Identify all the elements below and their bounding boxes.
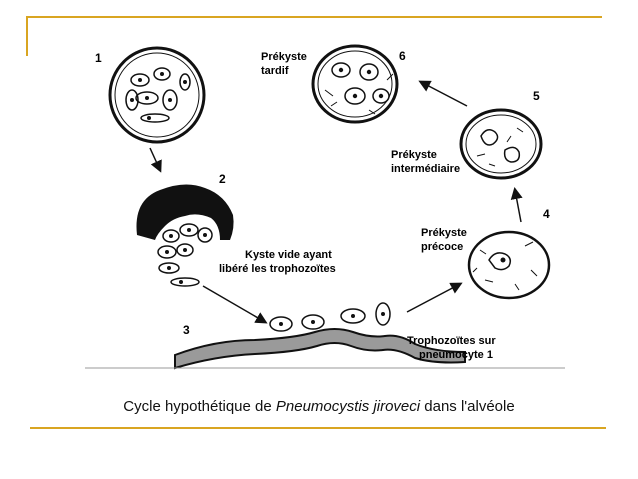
step4-label-line2: précoce xyxy=(421,241,463,253)
step3-label-line2: pneumocyte 1 xyxy=(419,349,493,361)
arrow-4-to-5 xyxy=(510,187,523,223)
life-cycle-svg: 1 2 Kyste vide ayant libéré les trophozo… xyxy=(85,44,565,370)
bottom-accent-line xyxy=(30,427,606,429)
life-cycle-diagram: 1 2 Kyste vide ayant libéré les trophozo… xyxy=(85,40,565,370)
late-precyst xyxy=(311,44,399,124)
mature-cyst xyxy=(108,46,206,144)
left-accent-line xyxy=(26,16,28,56)
arrow-1-to-2 xyxy=(149,147,162,173)
caption-prefix: Cycle hypothétique de xyxy=(123,398,276,415)
arrow-5-to-6 xyxy=(418,80,468,107)
caption-species: Pneumocystis jiroveci xyxy=(275,398,421,415)
step-number-2: 2 xyxy=(219,172,226,186)
arrow-3-to-4 xyxy=(406,282,463,313)
step-number-5: 5 xyxy=(533,89,540,103)
top-accent-line xyxy=(26,16,602,18)
step6-label-line1: Prékyste xyxy=(261,51,307,63)
step-number-6: 6 xyxy=(399,49,406,63)
step-number-3: 3 xyxy=(183,323,190,337)
ruptured-cyst xyxy=(136,184,234,287)
step5-label-line1: Prékyste xyxy=(391,149,437,161)
intermediate-precyst xyxy=(459,108,543,180)
arrow-2-to-3 xyxy=(202,285,268,324)
step3-label-line1: Trophozoïtes sur xyxy=(407,335,496,347)
pneumocyte-membrane xyxy=(174,302,466,370)
step-number-4: 4 xyxy=(543,207,550,221)
step2-label-line2: libéré les trophozoïtes xyxy=(219,263,336,275)
step-number-1: 1 xyxy=(95,51,102,65)
figure-caption: Cycle hypothétique de Pneumocystis jirov… xyxy=(0,398,638,415)
step5-label-line2: intermédiaire xyxy=(391,163,460,175)
step6-label-line2: tardif xyxy=(261,65,289,77)
step2-label-line1: Kyste vide ayant xyxy=(245,249,332,261)
step4-label-line1: Prékyste xyxy=(421,227,467,239)
caption-suffix: dans l'alvéole xyxy=(420,398,515,415)
early-precyst xyxy=(467,230,551,300)
